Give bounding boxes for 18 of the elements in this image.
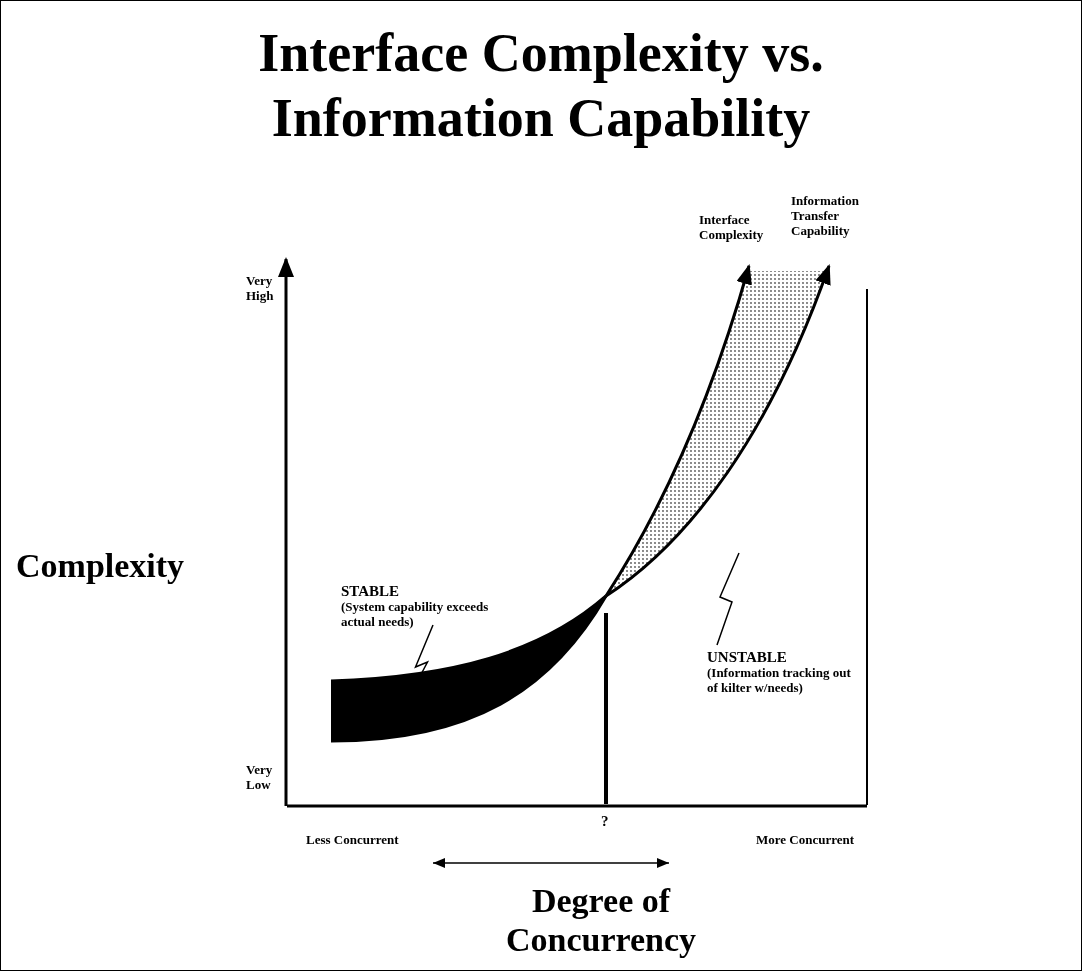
axis-end-label: More Concurrent — [756, 833, 856, 848]
axis-tick-label: Very High — [246, 274, 275, 304]
chart-title: Interface Complexity vs. Information Capability — [257, 22, 825, 150]
stable-region — [330, 594, 608, 743]
double-arrow — [432, 858, 670, 868]
region-heading: STABLE — [341, 583, 401, 601]
curve-label: Information Transfer Capability — [791, 194, 860, 239]
axis-title: Degree of Concurrency — [504, 881, 698, 960]
axis-title: Complexity — [16, 546, 185, 586]
curve-label: Interface Complexity — [699, 213, 765, 243]
unstable-region — [604, 264, 831, 598]
region-heading: UNSTABLE — [707, 649, 788, 667]
axis-tick-label: Very Low — [246, 763, 274, 793]
region-description: (Information tracking out of kilter w/needs) — [707, 666, 852, 697]
axis-end-label: Less Concurrent — [306, 833, 400, 848]
region-description: (System capability exceeds actual needs) — [341, 600, 490, 631]
leader-line — [716, 552, 740, 646]
question-mark: ? — [601, 813, 609, 831]
